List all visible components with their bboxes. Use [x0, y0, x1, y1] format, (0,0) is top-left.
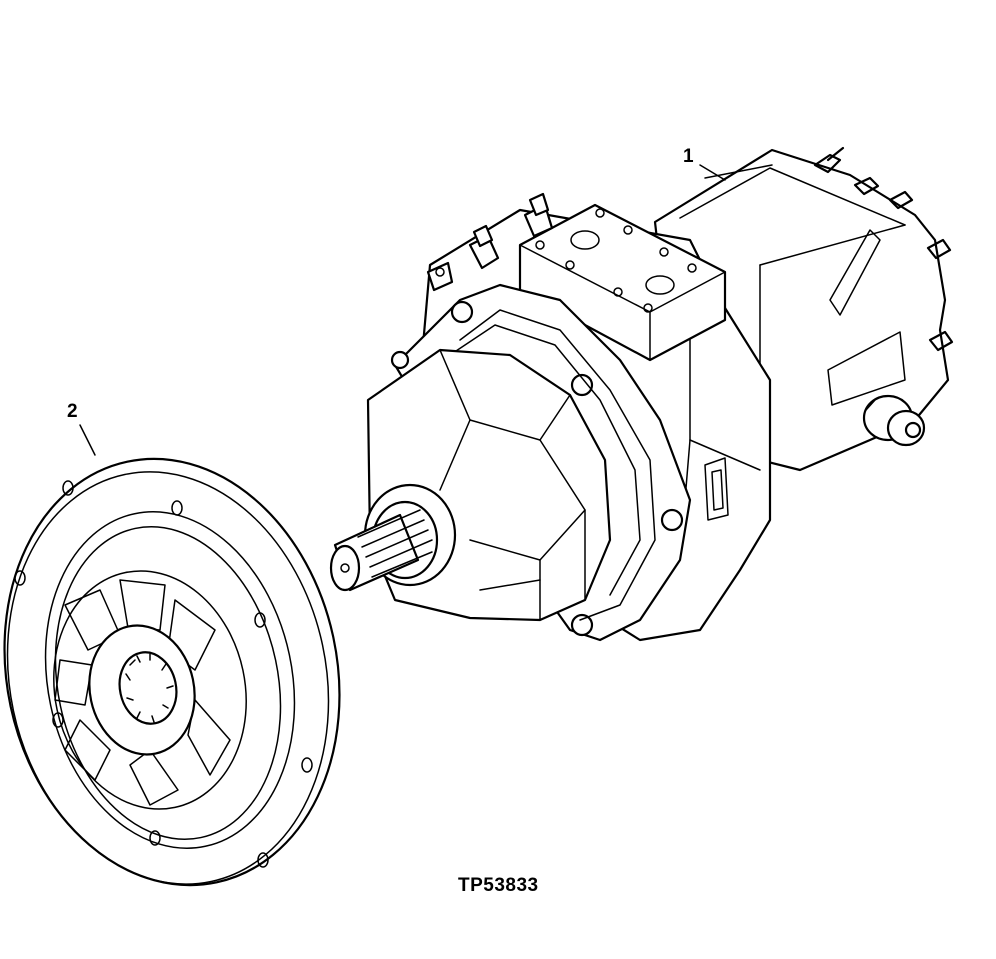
splined-output-shaft	[329, 483, 457, 592]
coupling-flange-part-2	[3, 424, 341, 887]
figure-reference-id: TP53833	[458, 875, 539, 896]
rear-stud-bolts	[813, 146, 954, 352]
top-fittings	[426, 192, 554, 292]
flange-bolt-holes	[14, 480, 313, 868]
flange-inner-hub	[53, 570, 247, 810]
callout-1-leader	[699, 164, 726, 181]
callout-number-1: 1	[683, 146, 694, 167]
side-port-fitting	[862, 394, 926, 447]
callout-2-leader	[79, 424, 96, 456]
hydraulic-motor-part-1	[329, 146, 954, 642]
callout-number-2: 2	[67, 401, 78, 422]
